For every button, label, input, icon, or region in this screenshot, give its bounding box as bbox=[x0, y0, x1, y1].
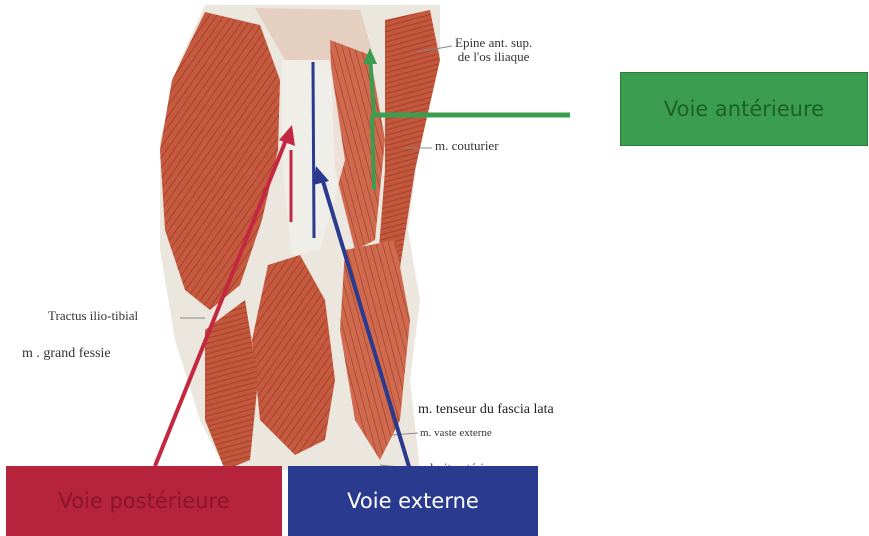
posterior-approach-box: Voie postérieure bbox=[6, 466, 282, 536]
label-sartorius: m. couturier bbox=[435, 138, 499, 154]
label-iliac-spine: Epine ant. sup. de l'os iliaque bbox=[455, 36, 532, 64]
external-approach-label: Voie externe bbox=[347, 489, 479, 513]
posterior-approach-label: Voie postérieure bbox=[58, 489, 229, 513]
label-iliac-spine-line2: de l'os iliaque bbox=[455, 50, 532, 64]
label-tensor-fascia-lata: m. tenseur du fascia lata bbox=[418, 402, 554, 418]
external-approach-box: Voie externe bbox=[288, 466, 538, 536]
anterior-approach-label: Voie antérieure bbox=[664, 97, 824, 121]
label-iliotibial-tract: Tractus ilio-tibial bbox=[48, 308, 138, 324]
anterior-approach-box: Voie antérieure bbox=[620, 72, 868, 146]
label-vastus-lateralis: m. vaste externe bbox=[420, 427, 492, 439]
label-gluteus-maximus: m . grand fessie bbox=[22, 346, 111, 362]
label-iliac-spine-line1: Epine ant. sup. bbox=[455, 36, 532, 50]
